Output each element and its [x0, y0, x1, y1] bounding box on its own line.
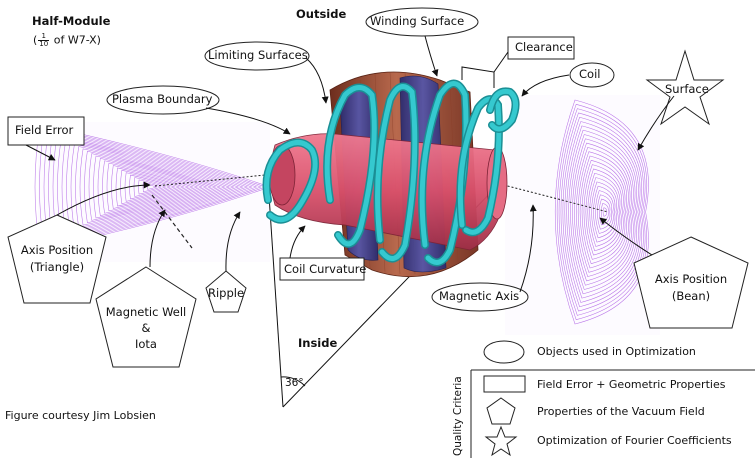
subtitle-rest: of W7-X) [50, 34, 101, 47]
legend-item-fourier: Optimization of Fourier Coefficients [537, 434, 732, 447]
legend-rectangle-symbol [484, 376, 525, 392]
axis-position-bean-label: Axis Position (Bean) [646, 273, 736, 304]
plasma-boundary-label: Plasma Boundary [112, 93, 212, 107]
inside-label: Inside [298, 337, 337, 351]
limiting-surfaces-label: Limiting Surfaces [208, 49, 308, 63]
axis-position-bean-line1: Axis Position [646, 273, 736, 287]
surface-label: Surface [665, 83, 709, 97]
legend-star-symbol [486, 427, 516, 455]
legend-item-vacuum-field: Properties of the Vacuum Field [537, 405, 705, 418]
figure-credit: Figure courtesy Jim Lobsien [5, 409, 156, 422]
subtitle-paren: ( [33, 34, 37, 47]
axis-position-triangle-line2: (Triangle) [14, 261, 100, 275]
angle-label: 36° [285, 377, 304, 390]
ripple-label: Ripple [208, 287, 244, 301]
legend-item-field-error: Field Error + Geometric Properties [537, 378, 725, 391]
magnetic-well-line1: Magnetic Well [101, 306, 191, 320]
magnetic-well-line3: Iota [101, 338, 191, 352]
legend-pentagon-symbol [487, 398, 515, 424]
coil-curvature-label: Coil Curvature [284, 263, 366, 277]
magnetic-well-line2: & [101, 322, 191, 336]
axis-position-triangle-label: Axis Position (Triangle) [14, 244, 100, 275]
magnetic-well-label: Magnetic Well & Iota [101, 306, 191, 351]
axis-position-bean-line2: (Bean) [646, 290, 736, 304]
outside-label: Outside [296, 8, 346, 22]
magnetic-axis-label: Magnetic Axis [439, 290, 519, 304]
fraction-denominator: 10 [38, 41, 49, 48]
coil-label: Coil [579, 68, 600, 82]
field-error-label: Field Error [15, 124, 73, 138]
legend-ellipse-symbol [484, 341, 524, 363]
legend-title: Quality Criteria [452, 376, 465, 456]
clearance-label: Clearance [515, 41, 573, 55]
winding-surface-label: Winding Surface [370, 15, 464, 29]
page-title: Half-Module [32, 15, 110, 29]
half-module-rendering [267, 72, 516, 277]
legend-item-objects: Objects used in Optimization [537, 345, 696, 358]
axis-position-triangle-line1: Axis Position [14, 244, 100, 258]
clearance-bracket [462, 52, 508, 88]
